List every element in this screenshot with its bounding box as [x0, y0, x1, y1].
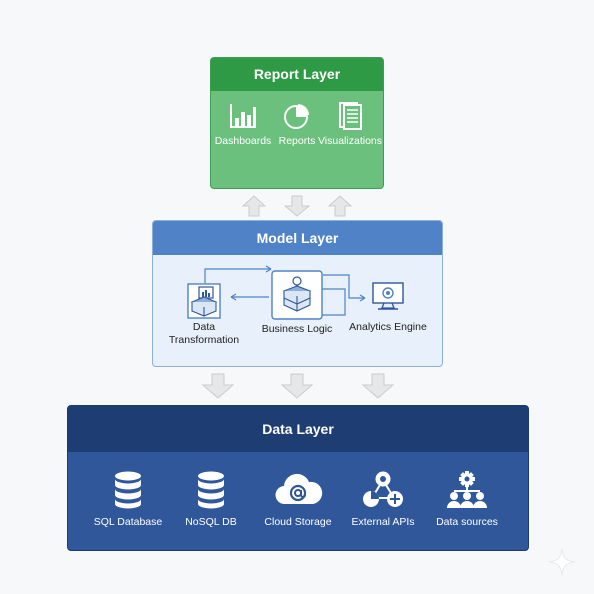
- external-apis-item: External APIs: [346, 470, 420, 528]
- sparkle-icon: [548, 548, 576, 576]
- business-logic-item: Business Logic: [257, 269, 337, 336]
- database-icon: [115, 471, 141, 509]
- model-layer-title: Model Layer: [153, 221, 442, 255]
- down-arrow-icon: [283, 195, 311, 217]
- data-transformation-label-line1: Data: [192, 321, 216, 333]
- pie-chart-icon: [284, 104, 309, 129]
- network-icon: [363, 471, 403, 507]
- data-sources-item: Data sources: [430, 470, 504, 528]
- sql-database-item: SQL Database: [90, 470, 166, 528]
- dashboards-item: Dashboards: [213, 102, 273, 147]
- database-icon: [198, 471, 224, 509]
- data-layer: Data Layer SQL Database NoSQL DB Cloud S…: [67, 405, 529, 551]
- data-sources-label: Data sources: [436, 516, 498, 528]
- down-arrow-icon: [361, 373, 395, 399]
- sql-database-label: SQL Database: [93, 516, 163, 528]
- reports-label: Reports: [278, 135, 316, 147]
- down-arrow-icon: [280, 373, 314, 399]
- users-gear-icon: [447, 471, 487, 508]
- up-arrow-icon: [327, 195, 353, 217]
- document-icon: [339, 102, 362, 130]
- monitor-icon: [372, 282, 404, 310]
- model-layer: Model Layer Data Transformation: [152, 220, 443, 367]
- business-logic-label: Business Logic: [261, 323, 333, 335]
- report-layer: Report Layer Dashboards Reports Visualiz…: [210, 57, 384, 189]
- nosql-db-item: NoSQL DB: [178, 470, 244, 528]
- analytics-engine-label: Analytics Engine: [349, 321, 427, 333]
- stack-icon: [271, 270, 323, 320]
- analytics-engine-item: Analytics Engine: [347, 281, 429, 334]
- up-arrow-icon: [241, 195, 267, 217]
- external-apis-label: External APIs: [351, 516, 415, 528]
- cloud-at-icon: [275, 473, 323, 505]
- data-transformation-item: Data Transformation: [165, 283, 243, 347]
- bar-chart-icon: [230, 104, 256, 128]
- dashboards-label: Dashboards: [214, 135, 272, 147]
- reports-item: Reports: [273, 102, 321, 147]
- cloud-storage-label: Cloud Storage: [264, 516, 332, 528]
- down-arrow-icon: [201, 373, 235, 399]
- nosql-db-label: NoSQL DB: [185, 516, 237, 528]
- visualizations-label: Visualizations: [317, 135, 382, 147]
- visualizations-item: Visualizations: [317, 102, 383, 147]
- transform-icon: [187, 283, 221, 319]
- report-layer-title: Report Layer: [211, 58, 383, 91]
- data-layer-title: Data Layer: [68, 406, 528, 452]
- data-transformation-label-line2: Transformation: [168, 334, 240, 346]
- cloud-storage-item: Cloud Storage: [260, 470, 336, 528]
